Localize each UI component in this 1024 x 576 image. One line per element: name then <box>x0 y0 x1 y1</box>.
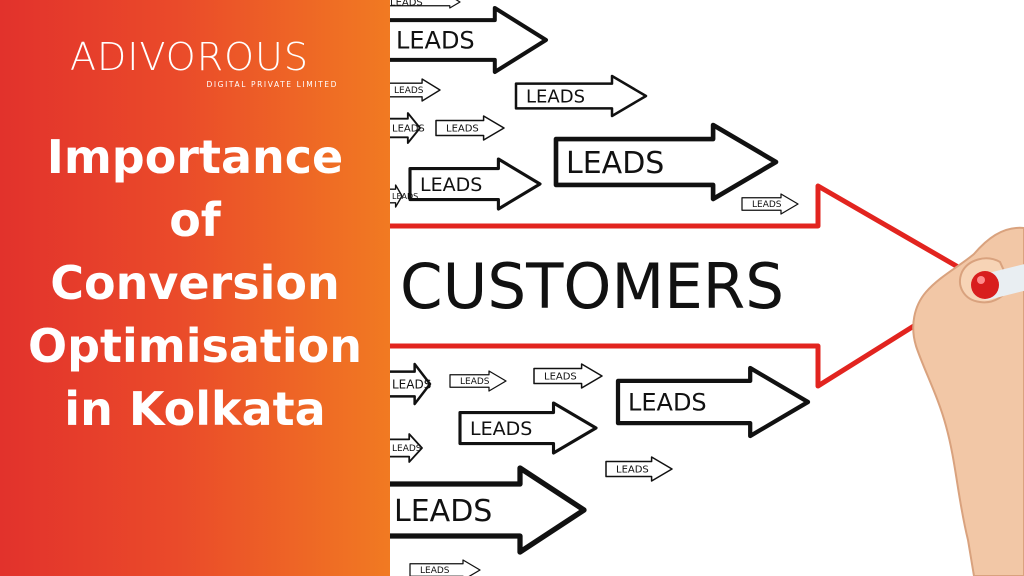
leads-label: LEADS <box>392 124 425 135</box>
leads-arrow <box>458 401 598 455</box>
leads-label: LEADS <box>394 86 424 96</box>
leads-label: LEADS <box>392 192 418 201</box>
leads-label: LEADS <box>392 444 422 454</box>
hand-with-marker <box>912 226 1024 576</box>
title-line-4: Optimisation <box>27 319 363 373</box>
leads-arrow <box>449 370 507 392</box>
leads-arrow <box>390 112 421 144</box>
brand-name: ADIVOROUS <box>70 35 309 79</box>
title-panel: ADIVOROUS DIGITAL PRIVATE LIMITED Import… <box>0 0 390 576</box>
leads-arrow <box>390 465 587 555</box>
leads-arrow <box>615 365 811 439</box>
title-line-1: Importance <box>46 130 344 184</box>
leads-arrow <box>390 184 403 208</box>
leads-label: LEADS <box>420 566 450 576</box>
marker-highlight <box>977 276 985 284</box>
leads-arrow <box>408 157 542 211</box>
leads-arrow <box>409 559 481 576</box>
brand-subtitle: DIGITAL PRIVATE LIMITED <box>206 80 338 89</box>
leads-arrow <box>390 362 432 406</box>
leads-arrow <box>741 193 799 215</box>
leads-label: LEADS <box>470 418 532 440</box>
hand <box>912 226 1024 576</box>
leads-arrow <box>533 363 603 389</box>
customers-label: CUSTOMERS <box>400 250 784 323</box>
leads-label: LEADS <box>390 0 423 9</box>
leads-label: LEADS <box>392 377 431 391</box>
title-line-2: of <box>169 193 221 247</box>
marker-cap-icon <box>971 271 999 299</box>
leads-label: LEADS <box>446 124 479 135</box>
leads-label: LEADS <box>566 146 664 181</box>
leads-arrow <box>514 74 648 118</box>
title-line-3: Conversion <box>50 256 340 310</box>
leads-label: LEADS <box>616 465 649 476</box>
title-line-5: in Kolkata <box>64 382 326 436</box>
brand-logo: ADIVOROUS DIGITAL PRIVATE LIMITED <box>70 38 350 89</box>
leads-arrow <box>605 456 673 482</box>
leads-arrow <box>553 122 779 202</box>
leads-arrow <box>390 6 548 74</box>
leads-arrow <box>390 78 441 102</box>
leads-label: LEADS <box>420 174 482 196</box>
leads-arrow <box>390 433 423 463</box>
leads-arrow <box>435 115 505 141</box>
leads-label: LEADS <box>544 372 577 383</box>
leads-label: LEADS <box>460 377 490 387</box>
leads-label: LEADS <box>394 494 492 529</box>
leads-label: LEADS <box>752 200 782 210</box>
page-title: Importance of Conversion Optimisation in… <box>0 126 390 441</box>
leads-arrow <box>390 0 461 9</box>
leads-label: LEADS <box>628 389 707 417</box>
leads-label: LEADS <box>396 27 475 55</box>
leads-label: LEADS <box>526 86 585 107</box>
